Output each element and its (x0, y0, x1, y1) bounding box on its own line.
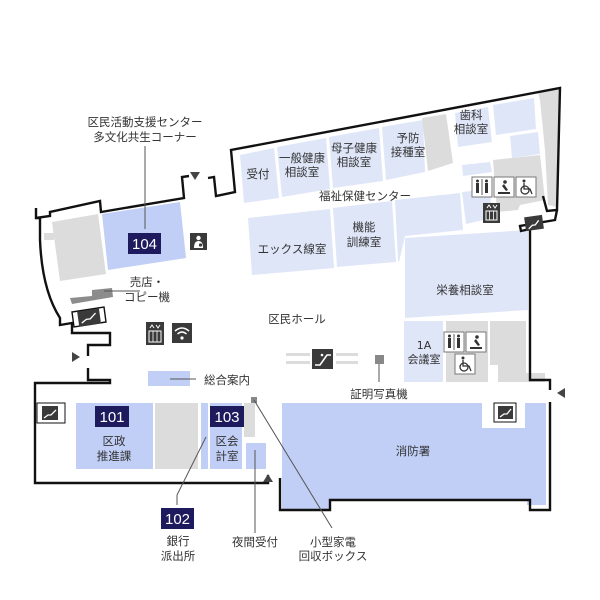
label-shop-1: 売店・ (130, 275, 165, 289)
elevator-icon[interactable] (483, 203, 500, 223)
label-rehab-1: 機能 (353, 220, 376, 234)
label-accounting-1: 区会 (216, 434, 239, 448)
stair-nook-west (71, 306, 107, 328)
room-north-east-2[interactable] (510, 132, 540, 158)
shop-kiosk[interactable] (70, 288, 113, 304)
label-dental-2: 相談室 (454, 122, 489, 136)
room-xray[interactable] (248, 209, 334, 275)
room-north-east-1[interactable] (493, 98, 536, 135)
escalator-rail (286, 361, 310, 364)
room-fire-dept[interactable] (282, 403, 546, 510)
label-multicultural-corner: 多文化共生コーナー (93, 130, 197, 144)
room-general-health[interactable] (277, 138, 330, 197)
room-rehab[interactable] (333, 201, 396, 267)
label-dental-1: 歯科 (460, 108, 483, 122)
label-fire-dept: 消防署 (396, 444, 431, 458)
general-info-desk[interactable] (148, 371, 190, 386)
nursing-room-icon[interactable] (190, 233, 207, 250)
escalator-rail (336, 353, 358, 356)
entrance-arrow-icon[interactable] (190, 172, 200, 180)
svg-text:104: 104 (132, 236, 157, 253)
stairs-icon[interactable] (77, 308, 102, 327)
label-shop-2: コピー機 (124, 290, 170, 304)
label-nutrition: 栄養相談室 (436, 283, 494, 297)
svg-text:101: 101 (99, 409, 124, 426)
room-number-104: 104 (128, 233, 161, 254)
outer-wall-north-2 (207, 86, 562, 213)
room-vaccination[interactable] (382, 120, 425, 180)
wheelchair-icon[interactable] (454, 353, 476, 375)
label-hall: 区民ホール (268, 312, 326, 326)
label-bank-1: 銀行 (167, 534, 190, 548)
label-welfare-center: 福祉保健センター (319, 189, 411, 203)
entrance-arrow-icon[interactable] (263, 474, 273, 482)
label-vaccination-1: 予防 (397, 131, 420, 145)
svg-text:103: 103 (214, 409, 239, 426)
escalator-icon[interactable] (312, 349, 333, 369)
label-rehab-2: 訓練室 (347, 235, 382, 249)
storage-room-ne (538, 89, 560, 207)
label-accounting-2: 計室 (216, 449, 239, 463)
storage-room-south (155, 403, 198, 469)
room-maternal-health[interactable] (329, 128, 383, 188)
room-reception[interactable] (240, 148, 279, 203)
label-maternal-health-2: 相談室 (337, 155, 372, 169)
label-recycle-2: 回収ボックス (299, 549, 368, 563)
leader-recycle (253, 399, 333, 529)
label-recycle-1: 小型家電 (310, 535, 356, 549)
label-xray: エックス線室 (258, 242, 327, 256)
leader-bank (176, 436, 207, 496)
restroom-icon[interactable] (471, 176, 493, 198)
room-welfare-extra[interactable] (395, 193, 463, 262)
room-dental[interactable] (455, 107, 492, 147)
stairs-icon[interactable] (482, 402, 524, 427)
label-reception: 受付 (247, 167, 270, 181)
restroom-icon[interactable] (443, 331, 465, 353)
room-meeting-1a[interactable] (404, 321, 443, 382)
room-number-101: 101 (95, 406, 129, 427)
label-community-center: 区民活動支援センター (88, 115, 203, 129)
storage-room-north (422, 114, 453, 171)
wifi-icon[interactable] (172, 323, 192, 343)
entrance-arrow-icon[interactable] (72, 352, 80, 362)
storage-strip-west (44, 233, 54, 240)
escalator-rail (336, 361, 358, 364)
id-photo-booth[interactable] (375, 355, 384, 364)
label-maternal-health-1: 母子健康 (331, 141, 377, 155)
room-nutrition[interactable] (405, 230, 528, 318)
outer-wall-west-2 (33, 368, 270, 485)
wheelchair-icon[interactable] (515, 176, 537, 198)
label-general-health-1: 一般健康 (279, 151, 325, 165)
label-bank-2: 派出所 (161, 549, 196, 563)
room-102-strip[interactable] (201, 403, 208, 469)
stairs-icon[interactable] (524, 214, 544, 232)
night-reception-room[interactable] (246, 443, 266, 469)
outer-wall-west (36, 216, 112, 356)
label-id-photo: 証明写真機 (350, 387, 408, 401)
label-admin-2: 推進課 (97, 449, 132, 463)
label-general-info: 総合案内 (204, 373, 250, 387)
label-meeting-1a-2: 会議室 (408, 352, 441, 366)
room-number-102: 102 (161, 508, 194, 529)
baby-changing-icon[interactable] (465, 331, 487, 353)
baby-changing-icon[interactable] (493, 176, 515, 198)
label-vaccination-2: 接種室 (391, 145, 426, 159)
storage-room-west (52, 214, 106, 281)
room-number-103: 103 (210, 406, 244, 427)
label-night-reception: 夜間受付 (232, 535, 278, 549)
svg-text:102: 102 (165, 511, 190, 528)
label-general-health-2: 相談室 (285, 165, 320, 179)
label-meeting-1a-1: 1A (417, 339, 432, 352)
entrance-arrow-icon[interactable] (557, 388, 565, 398)
stairs-icon[interactable] (36, 402, 66, 424)
storage-room-east (490, 321, 545, 382)
room-ne-small[interactable] (462, 162, 492, 176)
escalator-rail (286, 353, 310, 356)
outer-wall-east (278, 402, 552, 512)
label-admin-1: 区政 (103, 434, 126, 448)
elevator-icon[interactable] (146, 322, 164, 345)
storage-room-small (244, 403, 255, 437)
